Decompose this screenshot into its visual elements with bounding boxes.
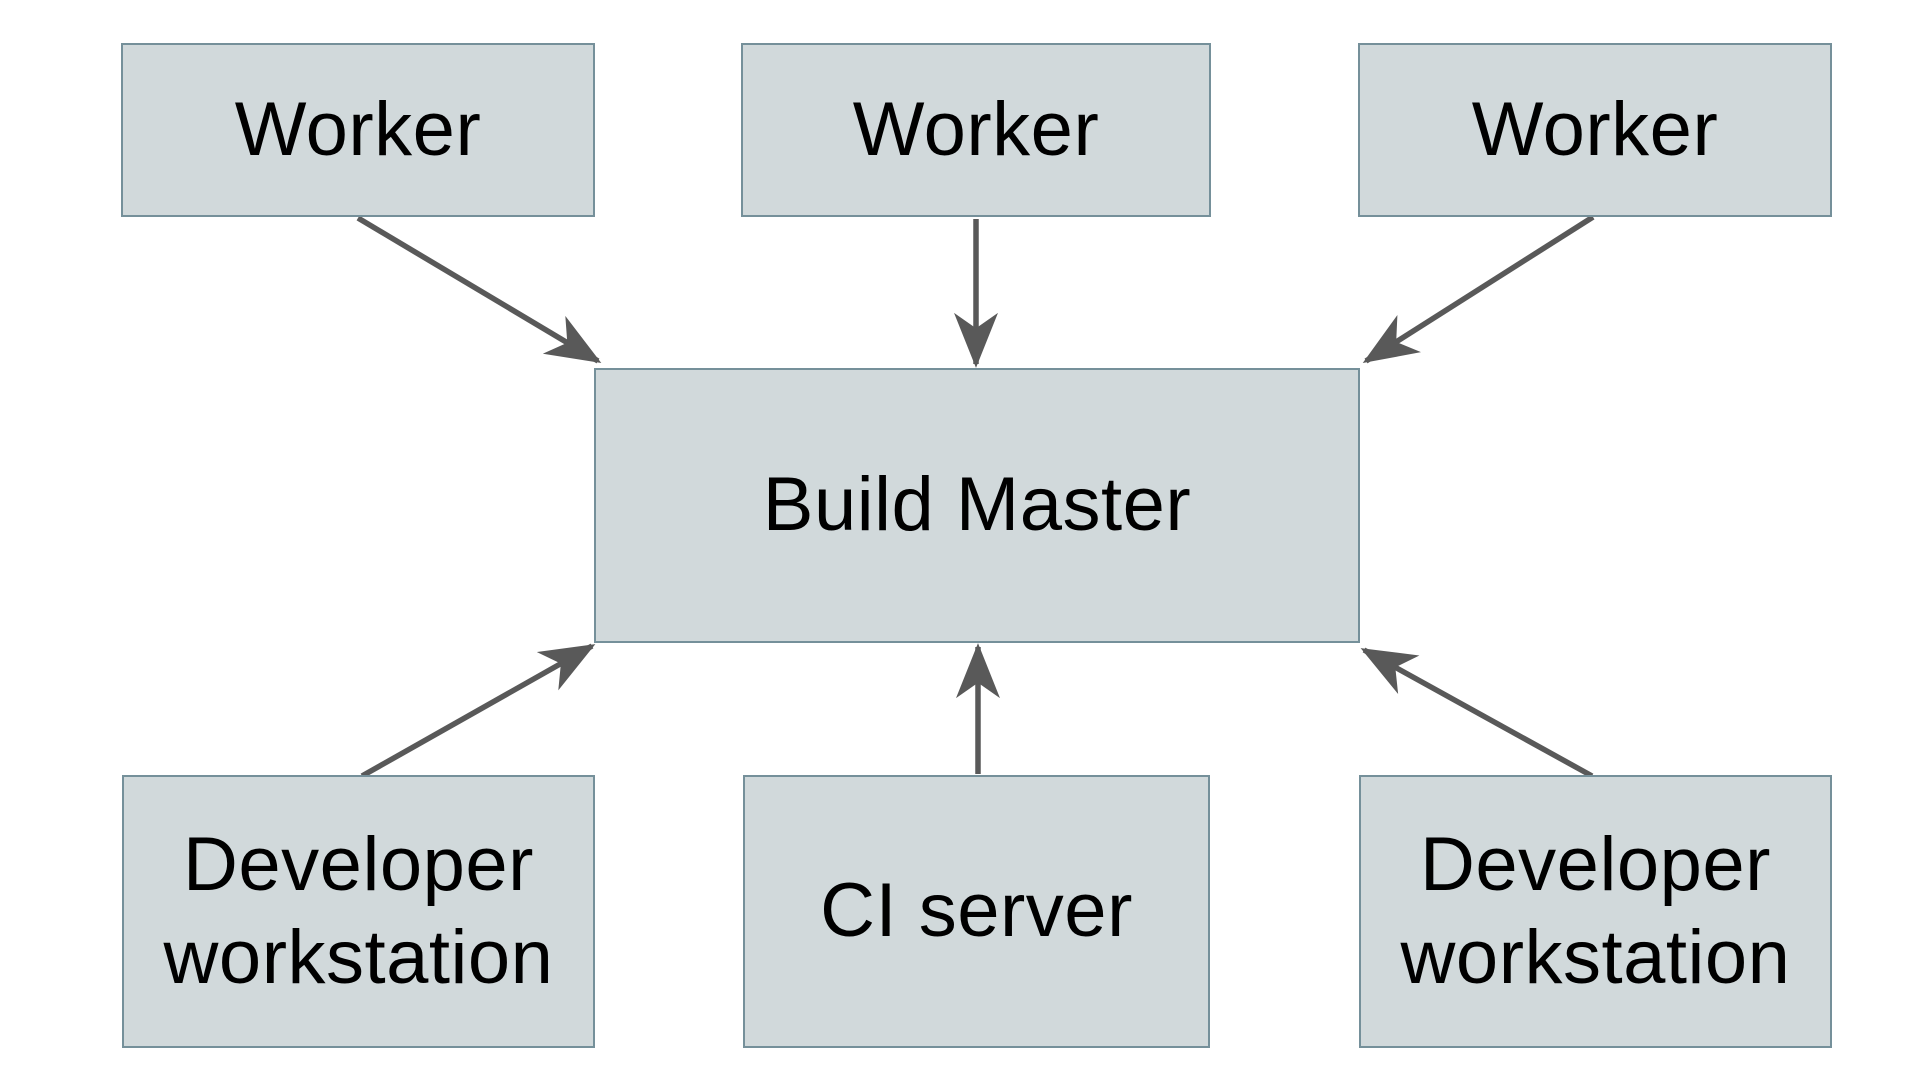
edge-worker-3-to-build-master xyxy=(1362,214,1595,364)
node-worker-1-label: Worker xyxy=(234,86,482,172)
node-ci-server-label: CI server xyxy=(820,868,1133,954)
node-worker-2-label: Worker xyxy=(852,86,1100,172)
node-worker-3: Worker xyxy=(1358,43,1832,217)
node-developer-workstation-left-label: Developer workstation xyxy=(163,821,554,1000)
node-ci-server: CI server xyxy=(743,775,1210,1048)
edge-dev-left-to-build-master xyxy=(360,643,596,779)
node-worker-3-label: Worker xyxy=(1471,86,1719,172)
node-build-master: Build Master xyxy=(594,368,1360,643)
node-build-master-label: Build Master xyxy=(762,462,1192,548)
node-developer-workstation-right: Developer workstation xyxy=(1359,775,1832,1048)
node-developer-workstation-right-label: Developer workstation xyxy=(1400,821,1791,1000)
edge-worker-1-to-build-master xyxy=(356,215,602,364)
node-worker-1: Worker xyxy=(121,43,595,217)
edge-dev-right-to-build-master xyxy=(1360,647,1594,779)
node-worker-2: Worker xyxy=(741,43,1211,217)
node-developer-workstation-left: Developer workstation xyxy=(122,775,595,1048)
